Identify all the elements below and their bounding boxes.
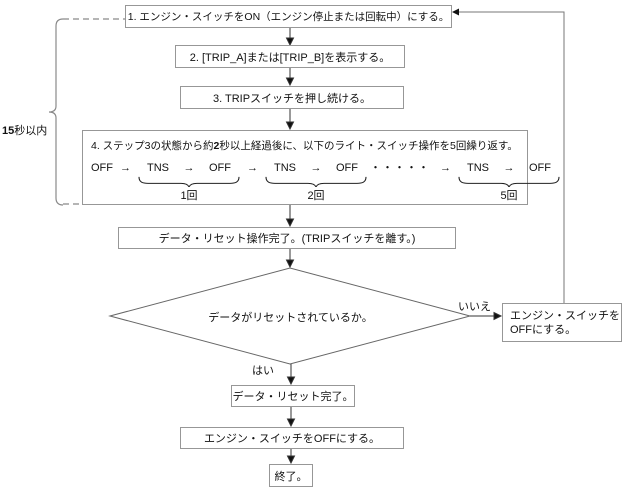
right-arrow-icon: → <box>503 162 515 174</box>
tns-off-group-2: TNS → OFF 2回 <box>265 162 367 203</box>
end-box: 終了。 <box>269 464 313 487</box>
arrow-step4-step5 <box>285 205 295 228</box>
engine-switch-off-box: エンジン・スイッチをOFFにする。 <box>180 427 404 449</box>
yes-label: はい <box>252 365 274 377</box>
feedback-loop-line <box>452 8 565 303</box>
seq-off: OFF <box>529 162 551 174</box>
arrow-step1-step2 <box>285 28 295 47</box>
seq-off: OFF <box>336 162 358 174</box>
data-reset-complete-box: データ・リセット完了。 <box>231 385 355 407</box>
step3-box: 3. TRIPスイッチを押し続ける。 <box>180 86 404 109</box>
step2-box: 2. [TRIP_A]または[TRIP_B]を表示する。 <box>175 45 405 68</box>
seq-tns: TNS <box>467 162 489 174</box>
seq-tns: TNS <box>274 162 296 174</box>
arrow-step3-step4 <box>285 109 295 131</box>
arrow-step7-step8 <box>286 449 296 465</box>
step1-box: 1. エンジン・スイッチをON（エンジン停止または回転中）にする。 <box>125 5 452 28</box>
decision-text: データがリセットされているか。 <box>208 312 373 324</box>
arrow-step6-step7 <box>286 407 296 428</box>
right-arrow-icon: → <box>247 162 258 174</box>
arrow-decision-step6 <box>286 364 296 386</box>
repeat-count-label: 5回 <box>500 190 518 202</box>
arrow-step2-step3 <box>285 68 295 87</box>
underbrace-icon <box>138 176 240 187</box>
seq-tns: TNS <box>147 162 169 174</box>
underbrace-icon <box>458 176 560 187</box>
underbrace-icon <box>265 176 367 187</box>
right-arrow-icon: → <box>310 162 322 174</box>
tns-off-group-1: TNS → OFF 1回 <box>138 162 240 203</box>
arrow-step5-decision <box>285 249 295 269</box>
reset-operation-complete-box: データ・リセット操作完了。(TRIPスイッチを離す。) <box>118 227 456 249</box>
repeat-count-label: 2回 <box>307 190 325 202</box>
seq-off: OFF <box>209 162 231 174</box>
engine-switch-off-retry-box: エンジン・スイッチを OFFにする。 <box>502 303 622 342</box>
repeat-count-label: 1回 <box>180 190 198 202</box>
no-action-line1: エンジン・スイッチを <box>510 310 620 322</box>
step4-title: 4. ステップ3の状態から約2秒以上経過後に、以下のライト・スイッチ操作を5回繰… <box>91 140 518 152</box>
time-constraint-label: 15秒以内 <box>2 125 48 137</box>
right-arrow-icon: → <box>120 162 131 174</box>
no-action-line2: OFFにする。 <box>510 324 577 336</box>
tns-off-group-3: TNS → OFF 5回 <box>458 162 560 203</box>
seq-start: OFF <box>91 162 113 174</box>
no-label: いいえ <box>458 301 491 313</box>
switch-sequence: OFF → TNS → OFF 1回 → TNS → OFF 2回 ・・・・・ → TN… <box>91 162 560 203</box>
right-arrow-icon: → <box>183 162 195 174</box>
ellipsis-dots: ・・・・・ <box>370 162 430 174</box>
time-brace-icon <box>48 18 125 206</box>
step4-box: 4. ステップ3の状態から約2秒以上経過後に、以下のライト・スイッチ操作を5回繰… <box>82 130 560 205</box>
arrow-decision-no <box>470 311 503 321</box>
right-arrow-icon: → <box>440 162 451 174</box>
